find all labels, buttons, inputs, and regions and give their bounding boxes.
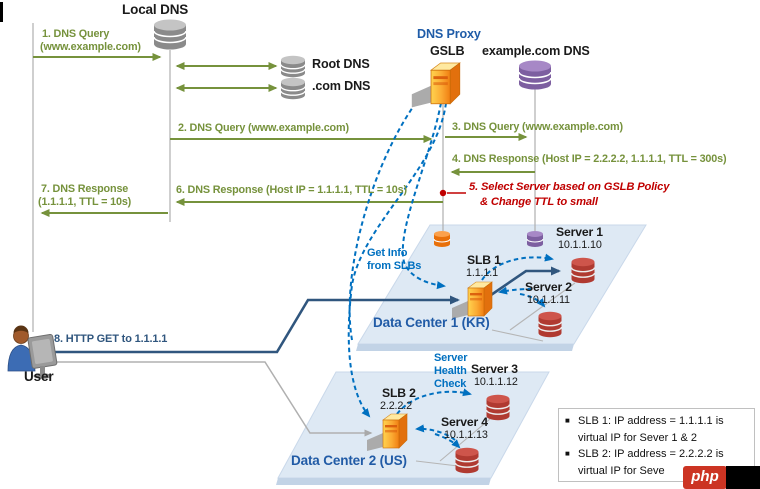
com-dns-db-icon bbox=[280, 77, 306, 100]
slb1-ip: 1.1.1.1 bbox=[466, 267, 498, 279]
example-dns-endpoint-db-icon bbox=[526, 231, 544, 247]
gslb-to-slb2-arrow bbox=[347, 102, 447, 418]
server1-label: Server 1 bbox=[556, 225, 603, 239]
step5-callout bbox=[439, 189, 466, 197]
server2-db-icon bbox=[537, 311, 563, 338]
step6-label: 6. DNS Response (Host IP = 1.1.1.1, TTL … bbox=[176, 184, 407, 196]
note-line-3: ■SLB 2: IP address = 2.2.2.2 is bbox=[565, 448, 724, 460]
server3-db-icon bbox=[485, 394, 511, 421]
server4-label: Server 4 bbox=[441, 415, 488, 429]
slb1-to-server1-check-arrow bbox=[481, 253, 554, 281]
step5-label-line1: 5. Select Server based on GSLB Policy bbox=[469, 181, 670, 193]
step3-label: 3. DNS Query (www.example.com) bbox=[452, 121, 623, 133]
local-dns-db-icon bbox=[153, 19, 187, 50]
step7-label-line1: 7. DNS Response bbox=[41, 183, 129, 195]
note-line-4: virtual IP for Seve bbox=[578, 464, 665, 477]
get-info-label-line2: from SLBs bbox=[367, 260, 422, 272]
bullet-icon: ■ bbox=[565, 449, 570, 458]
server2-label: Server 2 bbox=[525, 280, 572, 294]
user-label: User bbox=[24, 369, 54, 384]
server3-label: Server 3 bbox=[471, 362, 518, 376]
step1-label-line2: (www.example.com) bbox=[40, 41, 141, 53]
step2-label: 2. DNS Query (www.example.com) bbox=[178, 122, 349, 134]
datacenter2-platform bbox=[276, 371, 550, 485]
vip-note-box: ■SLB 1: IP address = 1.1.1.1 is virtual … bbox=[558, 408, 755, 482]
user-to-slb2-path bbox=[40, 361, 373, 437]
note-line-1: ■SLB 1: IP address = 1.1.1.1 is bbox=[565, 415, 724, 427]
step1-label-line1: 1. DNS Query bbox=[42, 28, 110, 40]
slb2-ip: 2.2.2.2 bbox=[380, 400, 412, 412]
health-check-label-line2: Health bbox=[434, 365, 467, 377]
db-icons bbox=[153, 19, 596, 474]
slb2-to-server3-check-arrow bbox=[396, 388, 472, 415]
note-line-2: virtual IP for Sever 1 & 2 bbox=[578, 431, 698, 444]
step8-label: 8. HTTP GET to 1.1.1.1 bbox=[54, 333, 168, 345]
server1-ip: 10.1.1.10 bbox=[558, 239, 602, 251]
example-dns-label: example.com DNS bbox=[482, 44, 590, 58]
step7-label-line2: (1.1.1.1, TTL = 10s) bbox=[38, 196, 132, 208]
gslb-endpoint-db-icon bbox=[433, 231, 451, 247]
server3-ip: 10.1.1.12 bbox=[474, 376, 518, 388]
dns-proxy-label: DNS Proxy bbox=[417, 27, 481, 41]
slb1-to-server2-check-arrow bbox=[519, 293, 546, 308]
dns-sequence-arrows bbox=[33, 53, 535, 217]
datacenter1-platform bbox=[356, 224, 647, 351]
get-info-label-line1: Get Info bbox=[367, 247, 408, 259]
step4-label: 4. DNS Response (Host IP = 2.2.2.2, 1.1.… bbox=[452, 153, 727, 165]
example-dns-db-icon bbox=[518, 60, 552, 90]
php-watermark-bar bbox=[726, 466, 760, 489]
slb1-label: SLB 1 bbox=[467, 253, 501, 267]
server1-db-icon bbox=[570, 257, 596, 284]
server2-to-slb1-check-arrow bbox=[498, 286, 533, 295]
health-check-label-line1: Server bbox=[434, 352, 468, 364]
root-dns-label: Root DNS bbox=[312, 57, 370, 71]
server4-to-slb2-check-arrow bbox=[415, 424, 456, 441]
health-check-label-line3: Check bbox=[434, 378, 467, 390]
slb2-to-server4-check-arrow bbox=[434, 433, 461, 449]
user-icon bbox=[7, 325, 58, 379]
server4-ip: 10.1.1.13 bbox=[444, 429, 488, 441]
slb2-label: SLB 2 bbox=[382, 386, 416, 400]
gslb-server-icon bbox=[411, 62, 461, 109]
step5-label-line2: & Change TTL to small bbox=[480, 196, 598, 208]
com-dns-label: .com DNS bbox=[312, 79, 371, 93]
server2-ip: 10.1.1.11 bbox=[527, 294, 570, 306]
root-dns-db-icon bbox=[280, 55, 306, 78]
local-dns-label: Local DNS bbox=[122, 2, 189, 17]
gslb-control-arrows bbox=[347, 94, 554, 449]
php-watermark: php bbox=[683, 466, 727, 489]
http-get-path bbox=[38, 295, 460, 354]
server4-db-icon bbox=[454, 447, 480, 474]
gslb-to-slb1-arrow bbox=[401, 102, 446, 290]
corner-mark bbox=[0, 2, 3, 22]
datacenter1-label: Data Center 1 (KR) bbox=[373, 315, 490, 330]
gslb-label: GSLB bbox=[430, 44, 465, 58]
datacenter2-label: Data Center 2 (US) bbox=[291, 453, 407, 468]
bullet-icon: ■ bbox=[565, 416, 570, 425]
lifelines bbox=[32, 23, 536, 332]
